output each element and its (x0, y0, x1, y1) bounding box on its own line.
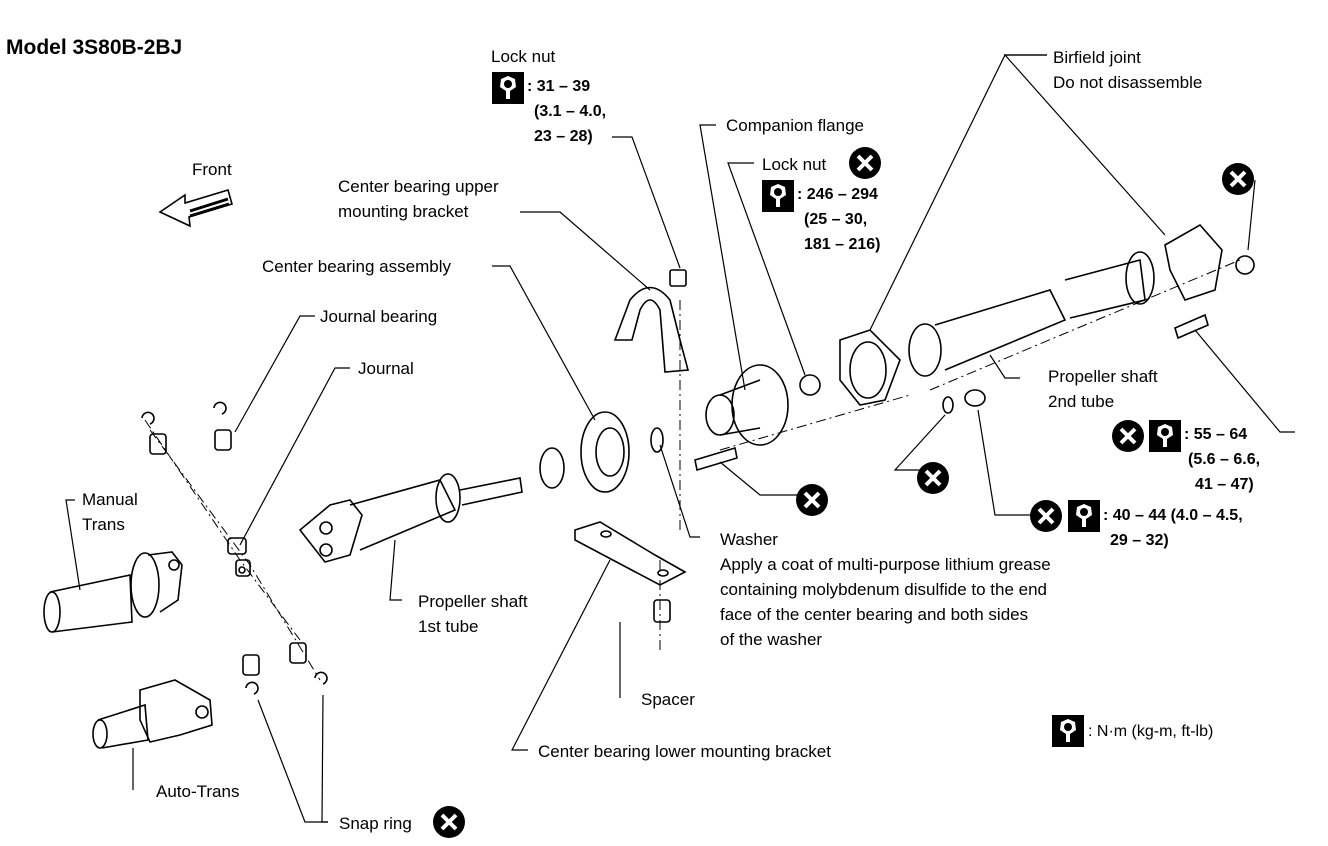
journal-bearing (149, 433, 167, 455)
flange-lock-nut (799, 374, 821, 396)
center-bearing-assembly-label: Center bearing assembly (262, 257, 451, 276)
journal-label: Journal (358, 359, 414, 378)
washer (650, 427, 664, 453)
torque-lock-nut-top-0: : 31 – 39 (527, 78, 591, 95)
center-bearing-upper-bracket (613, 269, 690, 373)
journal-bearing (289, 642, 307, 664)
manual-trans-flange (43, 551, 183, 633)
snap-ring (213, 401, 227, 415)
torque-2nd-bolt-2: 41 – 47) (1195, 476, 1254, 493)
upper-bracket-label-1: mounting bracket (338, 202, 469, 221)
center-bearing-lower-bracket (574, 521, 687, 586)
torque-lock-nut-flange-0: : 246 – 294 (797, 186, 878, 203)
torque-lock-nut-top-1: (3.1 – 4.0, (534, 103, 607, 120)
page-title: Model 3S80B-2BJ (6, 36, 183, 59)
torque-2nd-bolt-1: (5.6 – 6.6, (1188, 451, 1261, 468)
lower-bracket-label: Center bearing lower mounting bracket (538, 742, 831, 761)
nut-2nd (964, 389, 986, 407)
torque-2nd-bolt-0: : 55 – 64 (1184, 426, 1248, 443)
lock-nut-label: Lock nut (491, 47, 556, 66)
washer-2nd (942, 396, 954, 414)
spacer-label: Spacer (641, 690, 695, 709)
journal-cross (227, 537, 251, 577)
journal-bearing (214, 429, 232, 451)
wrench-icon (492, 72, 524, 104)
spacer (653, 599, 671, 623)
companion-flange-label: Companion flange (726, 116, 864, 135)
journal-bearing-label: Journal bearing (320, 307, 438, 326)
torque-bracket-0: : 40 – 44 (4.0 – 4.5, (1103, 507, 1243, 524)
x-circle-icon (849, 147, 881, 179)
bolt (694, 446, 738, 472)
wrench-icon (762, 180, 794, 212)
shaft-centerline (144, 419, 321, 681)
x-circle-icon (1222, 163, 1254, 195)
center-bearing-assembly (539, 411, 630, 493)
propeller-shaft-1st-tube (298, 473, 523, 563)
leader-lines (65, 54, 1295, 823)
washer-note-1: containing molybdenum disulfide to the e… (720, 580, 1047, 599)
x-circle-icon (796, 484, 828, 516)
washer-note-3: of the washer (720, 630, 823, 649)
propeller-1st-label-0: Propeller shaft (418, 592, 528, 611)
wrench-icon (1052, 715, 1084, 747)
auto-trans-label: Auto-Trans (156, 782, 240, 801)
propeller-2nd-label-1: 2nd tube (1048, 392, 1115, 411)
propeller-1st-label-1: 1st tube (418, 617, 479, 636)
propeller-2nd-label-0: Propeller shaft (1048, 367, 1158, 386)
legend-units: : N·m (kg-m, ft-lb) (1088, 723, 1214, 740)
x-circle-icon (917, 462, 949, 494)
snap-ring-label: Snap ring (339, 814, 412, 833)
x-circle-icon (1030, 500, 1062, 532)
manual-trans-label-1: Trans (82, 515, 125, 534)
torque-lock-nut-top-2: 23 – 28) (534, 128, 593, 145)
bolt-2nd-tube (1174, 313, 1209, 340)
x-circle-icon (433, 806, 465, 838)
front-label: Front (192, 160, 232, 179)
upper-bracket-label-0: Center bearing upper (338, 177, 499, 196)
companion-flange (705, 364, 789, 446)
torque-lock-nut-flange-1: (25 – 30, (804, 211, 868, 228)
torque-lock-nut-flange-2: 181 – 216) (804, 236, 881, 253)
snap-ring (245, 681, 259, 695)
wrench-icon (1068, 500, 1100, 532)
birfield-joint-note: Do not disassemble (1053, 73, 1203, 92)
torque-bracket-1: 29 – 32) (1110, 532, 1169, 549)
front-arrow-icon (158, 188, 233, 228)
lock-nut-flange-label: Lock nut (762, 155, 827, 174)
birfield-lock-nut (1235, 255, 1255, 275)
snap-ring (314, 671, 328, 685)
birfield-joint-label: Birfield joint (1053, 48, 1141, 67)
wrench-icon (1149, 420, 1181, 452)
journal-bearing (242, 654, 260, 676)
propeller-shaft-2nd-tube (839, 223, 1223, 406)
manual-trans-label-0: Manual (82, 490, 138, 509)
auto-trans-yoke (92, 679, 213, 749)
bolt-centerline (719, 259, 1241, 451)
washer-note-0: Apply a coat of multi-purpose lithium gr… (720, 555, 1051, 574)
snap-ring (141, 411, 155, 425)
washer-note-2: face of the center bearing and both side… (720, 605, 1029, 624)
washer-label: Washer (720, 530, 778, 549)
x-circle-icon (1112, 420, 1144, 452)
